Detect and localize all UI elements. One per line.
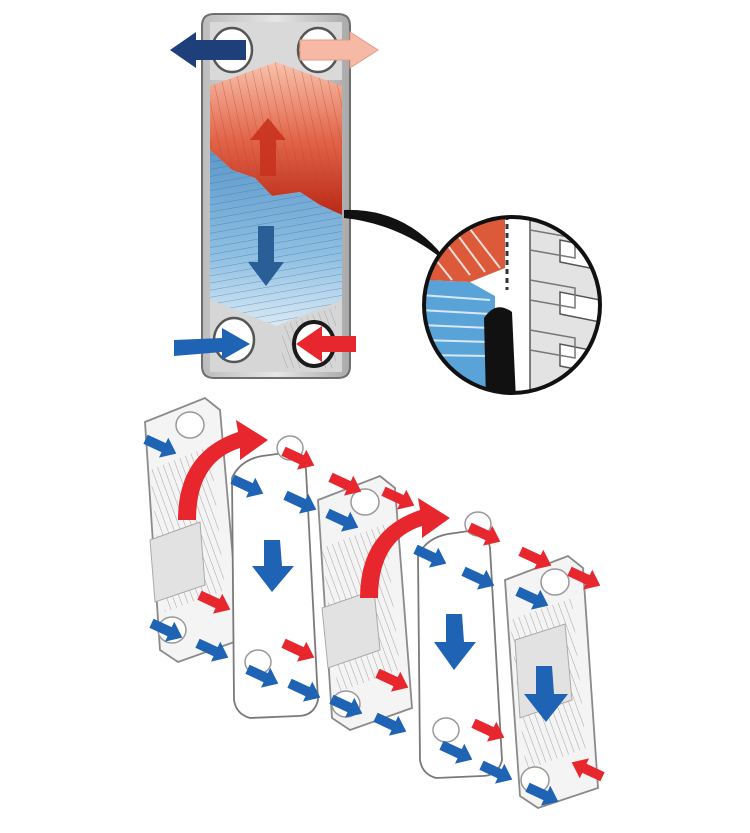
small-flow-arrow [518, 546, 552, 570]
small-flow-arrow [479, 760, 513, 784]
small-flow-arrow [375, 668, 409, 692]
gasket [484, 307, 516, 393]
small-flow-arrow [281, 638, 315, 662]
plate-stack-flow [143, 396, 605, 809]
small-flow-arrow [329, 694, 363, 718]
gasket-detail-magnifier [422, 215, 602, 395]
arrow-center-up-hot [250, 118, 286, 176]
small-flow-arrows [143, 434, 605, 806]
blue-down-arrow-2 [434, 614, 476, 670]
small-flow-arrow [328, 472, 362, 496]
blue-down-arrow-1 [252, 540, 294, 592]
small-flow-arrow [287, 678, 321, 702]
red-curve-arrow-2 [360, 498, 450, 598]
small-flow-arrow [515, 586, 549, 610]
small-flow-arrow [195, 638, 229, 662]
small-flow-arrow [567, 566, 601, 590]
arrow-top-right-outlet [299, 31, 379, 69]
corrugated-plates [515, 217, 600, 393]
small-flow-arrow [467, 522, 501, 546]
small-flow-arrow [197, 590, 231, 614]
small-flow-arrow [245, 664, 279, 688]
small-flow-arrow [381, 486, 415, 510]
small-flow-arrow [373, 712, 407, 736]
small-flow-arrow [471, 718, 505, 742]
small-flow-arrow [149, 618, 183, 642]
arrow-bottom-right-inlet [296, 326, 356, 362]
small-flow-arrow [283, 490, 317, 514]
small-flow-arrow [413, 544, 447, 568]
arrow-center-down-cold [248, 226, 284, 286]
blue-down-arrow-3 [524, 666, 568, 722]
small-flow-arrow [281, 446, 315, 470]
small-flow-arrow [571, 758, 605, 782]
small-flow-arrow [525, 782, 559, 806]
arrow-bottom-left-inlet [174, 328, 250, 360]
small-flow-arrow [325, 508, 359, 532]
red-curve-arrow-1 [178, 420, 268, 520]
small-flow-arrow [143, 434, 177, 458]
detail-leader [344, 209, 446, 262]
small-flow-arrow [439, 740, 473, 764]
small-flow-arrow [230, 474, 264, 498]
single-plate [170, 13, 379, 379]
small-flow-arrow [461, 566, 495, 590]
arrow-top-left-outlet [170, 32, 246, 68]
